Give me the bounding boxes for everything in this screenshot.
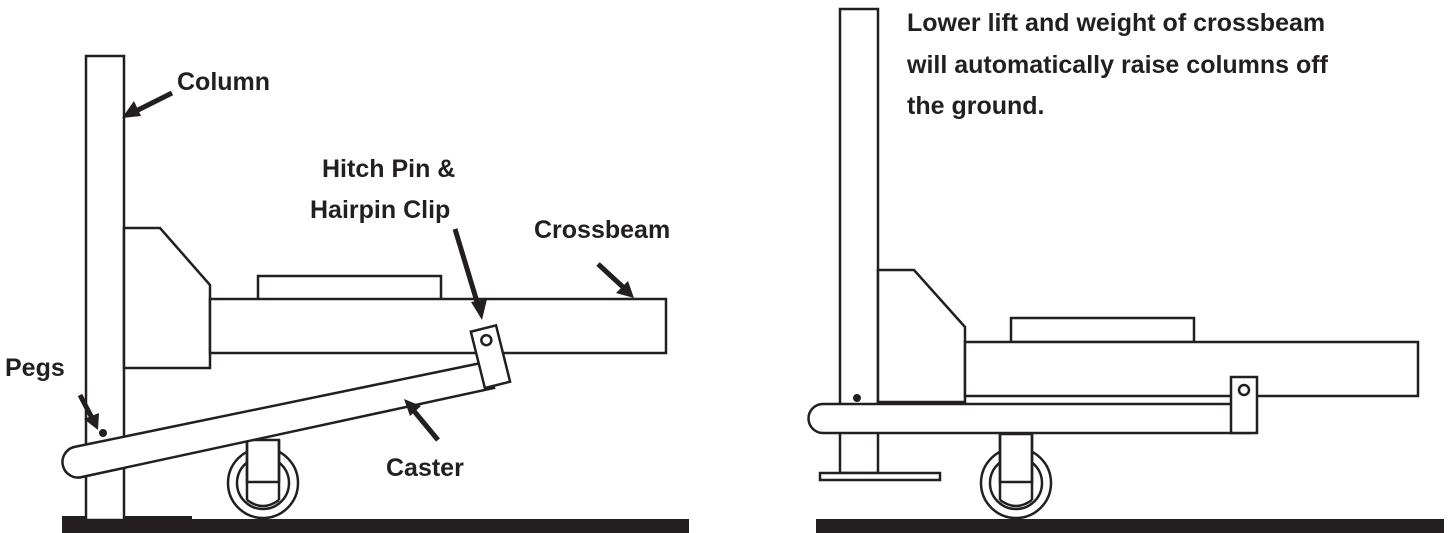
- left-hitch-bracket: [469, 323, 512, 390]
- right-caster-arm: [807, 402, 1252, 435]
- left-crossbeam: [208, 297, 668, 355]
- left-carriage: [122, 226, 212, 370]
- left-peg: [99, 429, 107, 437]
- right-ground: [816, 519, 1444, 533]
- left-ground: [62, 519, 689, 533]
- right-hitch-pin-hole: [1237, 383, 1251, 397]
- right-top-plate: [1009, 316, 1196, 344]
- right-crossbeam: [963, 340, 1420, 398]
- left-caster-arm: [61, 360, 496, 479]
- hitch-pin-arrow: [452, 228, 487, 320]
- right-carriage: [876, 268, 967, 404]
- right-column-base: [818, 471, 942, 482]
- note-line-3: the ground.: [907, 92, 1044, 120]
- note-line-2: will automatically raise columns off: [906, 51, 1329, 79]
- left-top-plate: [256, 274, 443, 302]
- label-crossbeam: Crossbeam: [534, 216, 670, 244]
- left-caster-wheel: [226, 438, 300, 520]
- label-caster: Caster: [386, 454, 464, 482]
- label-column: Column: [177, 68, 270, 96]
- label-hitch-pin-line1: Hitch Pin &: [322, 155, 455, 183]
- left-column-base: [62, 516, 192, 521]
- left-hitch-pin-hole: [480, 333, 493, 347]
- left-panel: [61, 54, 689, 533]
- right-panel: [807, 7, 1444, 533]
- caster-arrow: [404, 399, 440, 442]
- right-column: [838, 7, 880, 475]
- right-caster-wheel: [979, 432, 1053, 520]
- right-peg: [853, 394, 861, 402]
- crossbeam-arrow: [596, 262, 634, 298]
- column-arrow: [122, 90, 174, 118]
- label-hitch-pin-line2: Hairpin Clip: [310, 196, 450, 224]
- note-line-1: Lower lift and weight of crossbeam: [907, 9, 1325, 37]
- left-arrows: [77, 90, 634, 442]
- pegs-arrow: [77, 393, 99, 430]
- label-pegs: Pegs: [5, 354, 65, 382]
